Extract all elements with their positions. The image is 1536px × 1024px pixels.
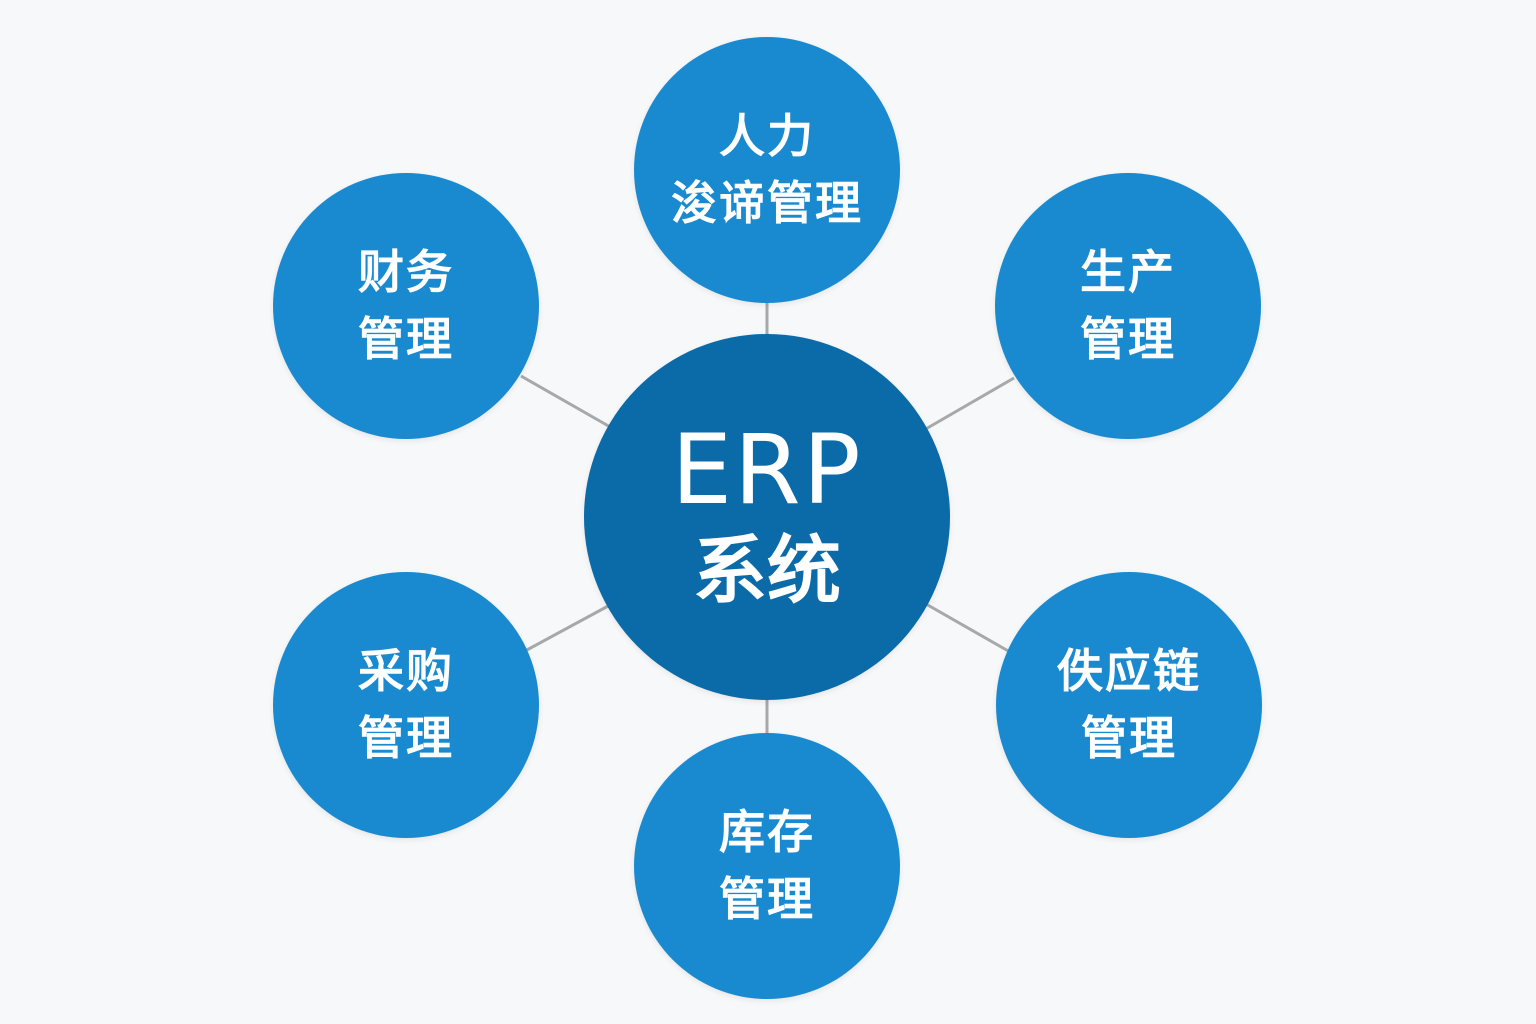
module-inventory-line1: 库存: [719, 805, 815, 860]
center-title: ERP: [671, 413, 863, 526]
module-finance: 财务 管理: [273, 173, 539, 439]
connector-purchasing: [524, 603, 611, 653]
module-purchasing: 采购 管理: [273, 572, 539, 838]
module-production-line1: 生产: [1080, 245, 1176, 300]
module-hr-line2: 浚谛管理: [671, 176, 863, 230]
module-production: 生产 管理: [995, 173, 1261, 439]
module-inventory-line2: 管理: [719, 872, 815, 926]
module-supply-chain: 佚应链 管理: [996, 572, 1262, 838]
module-supply-chain-line1: 佚应链: [1057, 644, 1201, 699]
module-production-line2: 管理: [1080, 312, 1176, 366]
module-supply-chain-line2: 管理: [1081, 711, 1177, 765]
connector-finance: [520, 374, 613, 430]
module-finance-line2: 管理: [358, 312, 454, 366]
connector-production: [923, 376, 1015, 432]
module-inventory: 库存 管理: [634, 733, 900, 999]
module-purchasing-line2: 管理: [358, 711, 454, 765]
module-hr-line1: 人力: [719, 109, 815, 164]
module-hr: 人力 浚谛管理: [634, 37, 900, 303]
center-subtitle: 系统: [693, 528, 841, 615]
center-node-erp: ERP 系统: [584, 334, 950, 700]
module-purchasing-line1: 采购: [358, 644, 454, 699]
module-finance-line1: 财务: [358, 245, 454, 300]
connector-supply-chain: [925, 602, 1011, 654]
